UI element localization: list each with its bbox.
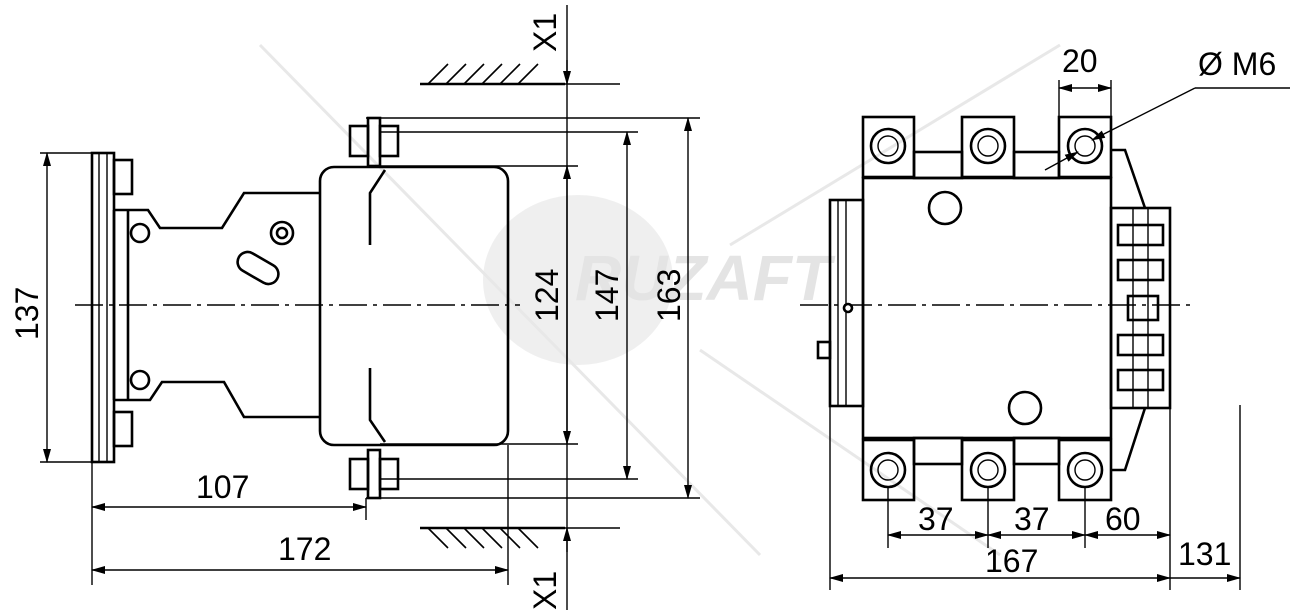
side-view [40,5,700,610]
dim-37-first: 37 [918,501,954,537]
watermark-text: RUZAFT [575,242,836,314]
dim-131: 131 [1178,536,1231,572]
dim-20: 20 [1062,43,1098,79]
dim-163: 163 [651,269,687,322]
section-label-x1-bottom: X1 [527,571,563,610]
dim-172: 172 [278,531,331,567]
section-label-x1-top: X1 [527,13,563,52]
hatch-bottom [427,527,539,549]
dim-137: 137 [9,287,45,340]
dim-147: 147 [589,269,625,322]
hatch-top [427,63,539,85]
front-view [800,80,1290,590]
dim-37-second: 37 [1014,501,1050,537]
dim-60: 60 [1105,501,1141,537]
dim-107: 107 [196,469,249,505]
dim-167: 167 [985,543,1038,579]
dim-124: 124 [529,269,565,322]
thread-label: Ø M6 [1198,46,1276,82]
